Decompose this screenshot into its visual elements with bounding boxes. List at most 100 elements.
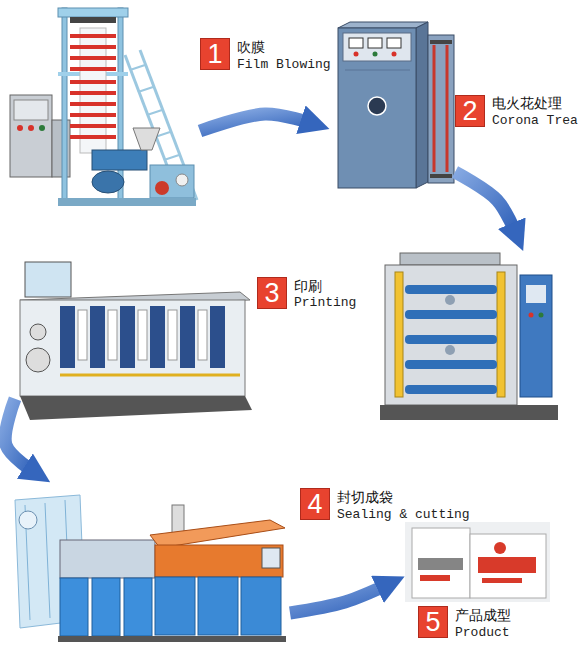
bag-sealing-machine-part [58, 636, 286, 642]
film-blowing-machine-part [70, 113, 116, 117]
step-title-zh: 产品成型 [455, 606, 511, 624]
flexo-printer-part [529, 313, 534, 318]
step-title-zh: 电火花处理 [492, 94, 562, 112]
bag-sealing-machine-part [198, 577, 238, 635]
step-title-en: Film Blowing [237, 57, 331, 73]
step-title-en: Sealing & cutting [337, 507, 470, 523]
step-title-en: Corona Trea [492, 113, 578, 129]
gravure-printer-part [78, 310, 87, 360]
flexo-printer-part [445, 295, 455, 305]
corona-treater-part [392, 52, 397, 57]
flexo-printer-part [539, 313, 544, 318]
bag-sealing-machine-part [45, 503, 50, 618]
product-bags-part [412, 528, 470, 598]
film-blowing-machine-part [70, 17, 116, 23]
flexo-printer-part [405, 285, 497, 294]
bag-sealing-machine [15, 495, 286, 642]
gravure-printer-part [198, 310, 207, 360]
film-blowing-machine-part [138, 87, 153, 92]
product-bags-part [470, 534, 546, 598]
flexo-printer-part [385, 265, 517, 405]
corona-treater-part [373, 52, 378, 57]
film-blowing-machine-part [14, 100, 48, 120]
corona-treater-part [428, 35, 454, 183]
flow-arrow [290, 584, 388, 613]
corona-treater-part [430, 174, 452, 178]
bag-sealing-machine-part [155, 545, 283, 577]
corona-treater-part [446, 45, 449, 172]
step-number: 1 [200, 38, 230, 70]
corona-treater-part [354, 52, 359, 57]
film-blowing-machine-part [58, 198, 196, 206]
flexo-printer-part [497, 272, 505, 397]
gravure-printer-part [60, 306, 75, 368]
step-number: 3 [257, 277, 287, 309]
film-blowing-machine-part [92, 171, 124, 193]
film-blowing-machine-part [62, 8, 67, 203]
corona-treater-part [368, 38, 382, 48]
film-blowing-machine-part [164, 155, 179, 160]
gravure-printer-part [138, 310, 147, 360]
gravure-printer-part [20, 396, 252, 420]
corona-treater-part [338, 28, 416, 188]
gravure-printer-part [25, 262, 71, 297]
product-bags-part [420, 575, 450, 581]
flexo-printer-part [405, 335, 497, 344]
bag-sealing-machine-part [150, 520, 285, 548]
step-title-zh: 封切成袋 [337, 488, 393, 506]
film-blowing-machine-part [133, 128, 160, 150]
gravure-printer-part [210, 306, 225, 368]
film-blowing-machine [10, 8, 197, 206]
film-blowing-machine-part [70, 91, 116, 95]
film-blowing-machine-part [70, 34, 116, 38]
step-number: 5 [418, 606, 448, 638]
bag-sealing-machine-part [262, 548, 280, 568]
flexo-printer [380, 253, 558, 420]
film-blowing-machine-part [39, 125, 45, 131]
corona-treater-part [343, 33, 411, 61]
film-blowing-machine-part [58, 8, 128, 17]
film-blowing-machine-part [155, 181, 169, 195]
process-step: 4封切成袋Sealing & cutting [15, 485, 290, 645]
gravure-printer-part [150, 306, 165, 368]
gravure-printer-part [26, 348, 50, 372]
film-blowing-machine-part [70, 45, 116, 49]
flexo-printer-part [520, 275, 552, 397]
bag-sealing-machine-part [124, 578, 152, 636]
bag-sealing-machine-part [19, 511, 37, 529]
film-blowing-machine-part [70, 67, 116, 71]
flexo-printer-part [526, 285, 546, 303]
process-step: 1吹膜Film Blowing [8, 5, 200, 215]
film-blowing-machine-part [150, 165, 194, 198]
flexo-printer-part [405, 385, 497, 394]
bag-sealing-machine-part [92, 578, 120, 636]
corona-treater [338, 22, 454, 188]
film-blowing-machine-part [176, 174, 188, 186]
gravure-printer-part [90, 306, 105, 368]
product-bags-part [478, 557, 536, 573]
film-blowing-machine-part [70, 56, 116, 60]
gravure-printer-part [120, 306, 135, 368]
bag-sealing-machine-part [241, 577, 281, 635]
step-title-zh: 印刷 [294, 277, 322, 295]
bag-sealing-machine-part [60, 578, 88, 636]
corona-treater-part [368, 97, 386, 115]
film-blowing-machine-part [70, 135, 116, 139]
product-bags [405, 522, 550, 602]
product-bags-part [482, 578, 522, 583]
film-blowing-machine-part [17, 125, 23, 131]
corona-treater-part [433, 45, 436, 172]
gravure-printer-part [20, 300, 245, 396]
process-step: 3印刷Printing [15, 250, 560, 425]
step-title-zh: 吹膜 [237, 38, 265, 56]
film-blowing-machine-part [70, 80, 116, 84]
corona-treater-part [338, 22, 428, 28]
flexo-printer-part [400, 253, 500, 265]
bag-sealing-machine-part [60, 540, 155, 578]
corona-treater-part [430, 40, 452, 44]
flexo-printer-part [445, 345, 455, 355]
film-blowing-machine-part [140, 50, 197, 200]
flexo-printer-part [405, 360, 497, 369]
